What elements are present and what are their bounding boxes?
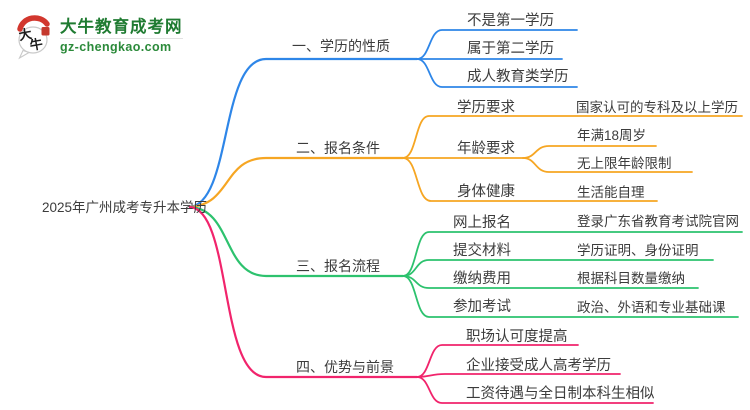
branch2-child1: 学历要求: [457, 100, 515, 116]
site-url: gz-chengkao.com: [60, 38, 183, 55]
branch2-child3-sub1: 生活能自理: [577, 185, 645, 200]
logo-bubble: [18, 26, 48, 54]
daniu-speech-bubble-icon: 大 牛: [17, 15, 50, 60]
branch2-child3: 身体健康: [457, 184, 515, 200]
branch3-label: 三、报名流程: [296, 258, 380, 274]
branch4-child2: 企业接受成人高考学历: [466, 358, 611, 374]
branch3-child4-sub1: 政治、外语和专业基础课: [577, 300, 726, 315]
logo-glyph-bottom: 牛: [29, 36, 44, 53]
branch3-child3-sub1: 根据科目数量缴纳: [577, 271, 685, 286]
branch2-child2-sub1: 年满18周岁: [577, 128, 647, 143]
logo-red-seal: [41, 27, 50, 36]
branch3-child2: 提交材料: [453, 243, 511, 259]
root-node: 2025年广州成考专升本学历: [42, 200, 208, 215]
branch2-child2: 年龄要求: [457, 141, 515, 157]
branch4-connector-lines: [188, 205, 654, 404]
branch1-child3: 成人教育类学历: [467, 69, 569, 85]
branch3-child2-sub1: 学历证明、身份证明: [577, 243, 699, 258]
branch3-child4: 参加考试: [453, 299, 511, 315]
logo-glyph-top: 大: [18, 26, 33, 43]
branch3-child1-sub1: 登录广东省教育考试院官网: [577, 214, 739, 229]
branch4-child3: 工资待遇与全日制本科生相似: [466, 386, 655, 402]
site-name: 大牛教育成考网: [60, 18, 183, 36]
branch4-label: 四、优势与前景: [296, 359, 394, 375]
branch3-child1: 网上报名: [453, 215, 511, 231]
branch1-connector-lines: [188, 29, 578, 209]
branch1-child2: 属于第二学历: [467, 41, 554, 57]
branch1-child1: 不是第一学历: [467, 13, 554, 29]
logo-red-arc: [17, 15, 50, 32]
branch3-child3: 缴纳费用: [453, 271, 511, 287]
branch1-label: 一、学历的性质: [292, 38, 390, 54]
branch2-label: 二、报名条件: [296, 140, 380, 156]
logo-bubble-tail: [18, 49, 31, 60]
branch2-child2-sub2: 无上限年龄限制: [577, 156, 672, 171]
site-logo: 大 牛 大牛教育成考网 gz-chengkao.com: [12, 12, 183, 60]
branch4-child1: 职场认可度提高: [466, 329, 568, 345]
branch2-child1-sub1: 国家认可的专科及以上学历: [576, 100, 738, 115]
branch2-connector-lines: [188, 115, 743, 209]
branch3-connector-lines: [188, 205, 743, 318]
